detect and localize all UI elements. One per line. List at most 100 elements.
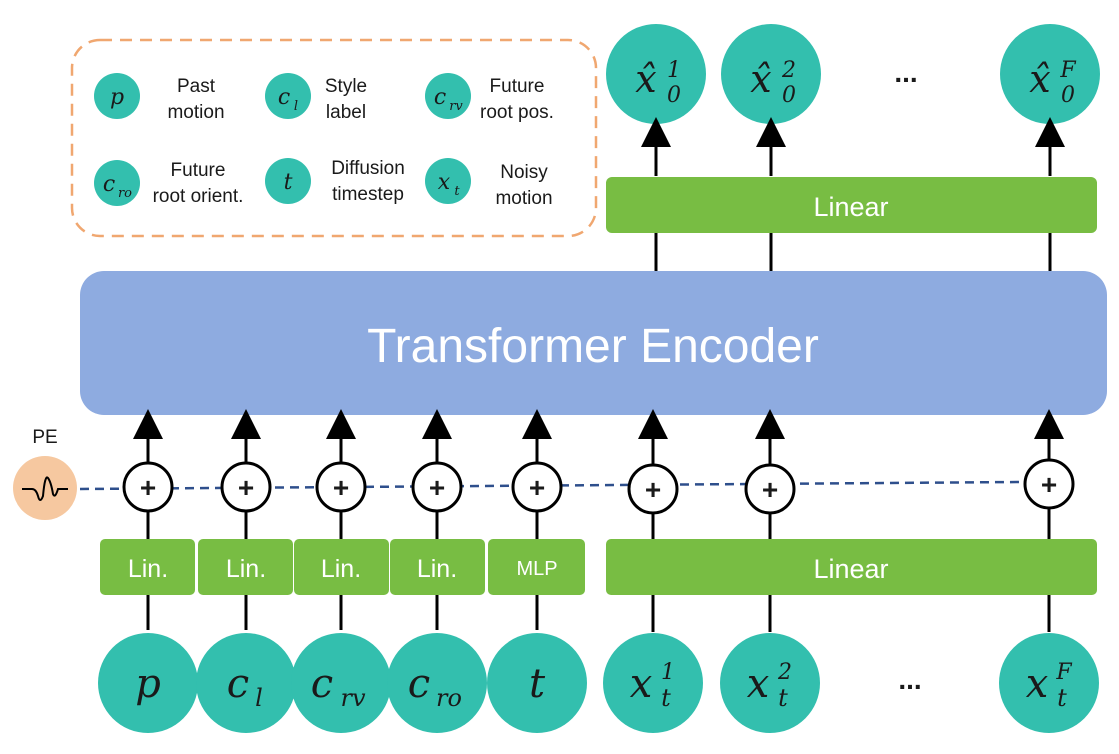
legend-symbol: c <box>103 172 115 197</box>
lin-block-root-pos: Lin. <box>294 539 389 595</box>
plus-sign: + <box>429 472 445 503</box>
lin-block-rect <box>294 539 389 595</box>
legend-symbol: c <box>278 85 290 110</box>
input-symbol: x <box>747 661 770 707</box>
output-circle <box>606 24 706 124</box>
legend-label: Diffusion <box>331 158 405 179</box>
pe-circle <box>13 456 77 520</box>
transformer-encoder-label: Transformer Encoder <box>367 320 819 373</box>
legend-symbol-circle <box>265 158 311 204</box>
input-node-root-pos: c rv <box>291 633 391 733</box>
input-node-style-label: c l <box>196 633 296 733</box>
legend-label: motion <box>167 102 224 123</box>
input-linear-rect <box>606 539 1097 595</box>
input-circle <box>487 633 587 733</box>
output-symbol-sub: 0 <box>782 83 796 108</box>
legend-symbol-circle <box>94 160 140 206</box>
lin-block-root-orient: Lin. <box>390 539 485 595</box>
legend-label: Past <box>177 76 216 97</box>
legend-label: root orient. <box>153 186 244 207</box>
legend-label: Future <box>171 160 226 181</box>
legend-symbol-sub: rv <box>449 99 463 114</box>
plus-sign: + <box>1041 469 1057 500</box>
pe-label: PE <box>32 427 57 448</box>
legend-symbol-sub: ro <box>118 186 132 201</box>
input-circle <box>98 633 198 733</box>
input-circle <box>196 633 296 733</box>
lin-block-past-motion: Lin. <box>100 539 195 595</box>
lin-block-label: Lin. <box>226 555 266 583</box>
add-node: + <box>315 461 367 513</box>
plus-sign: + <box>762 474 778 505</box>
input-symbol: c <box>227 661 249 707</box>
legend-item-future-root-orient: c ro Future root orient. <box>94 160 243 207</box>
input-node-root-orient: c ro <box>387 633 487 733</box>
output-node-2: x̂ 2 0 <box>721 24 821 124</box>
legend-item-diffusion-timestep: t Diffusion timestep <box>265 158 405 205</box>
output-circle <box>721 24 821 124</box>
transformer-encoder-block <box>80 271 1107 415</box>
output-symbol: x̂ <box>635 57 656 101</box>
add-node: + <box>122 461 174 513</box>
add-node: + <box>744 463 796 515</box>
add-node: + <box>511 461 563 513</box>
lin-block-rect <box>390 539 485 595</box>
input-circle <box>387 633 487 733</box>
legend-item-past-motion: p Past motion <box>94 73 225 123</box>
output-symbol-sup: F <box>1059 58 1076 83</box>
input-symbol-sup: 2 <box>777 660 792 685</box>
input-circle <box>603 633 703 733</box>
legend-label: root pos. <box>480 102 554 123</box>
lin-block-label: Lin. <box>128 555 168 583</box>
waveform-icon <box>22 476 68 501</box>
legend-label: motion <box>495 188 552 209</box>
legend-label: Noisy <box>500 162 548 183</box>
legend-symbol-sub: t <box>454 184 460 199</box>
output-symbol-sup: 1 <box>667 58 681 83</box>
legend-symbol: t <box>284 170 293 195</box>
output-ellipsis: ... <box>894 57 917 88</box>
output-node-F: x̂ F 0 <box>1000 24 1100 124</box>
legend-symbol: x <box>438 170 451 195</box>
plus-sign: + <box>238 472 254 503</box>
lin-block-style-label: Lin. <box>198 539 293 595</box>
output-symbol-sub: 0 <box>1061 83 1075 108</box>
input-linear-label: Linear <box>813 554 888 584</box>
mlp-block-timestep: MLP <box>488 539 585 595</box>
input-circle <box>291 633 391 733</box>
input-symbol: t <box>529 661 546 707</box>
legend-label: Future <box>490 76 545 97</box>
legend-box <box>70 38 598 238</box>
legend-item-future-root-pos: c rv Future root pos. <box>425 73 554 123</box>
add-node: + <box>411 461 463 513</box>
input-symbol-sub: t <box>661 684 671 712</box>
input-circle <box>720 633 820 733</box>
input-symbol-sub: t <box>1057 684 1067 712</box>
legend-symbol-circle <box>265 73 311 119</box>
legend-symbol-sub: l <box>294 99 298 114</box>
input-symbol-sub: ro <box>436 684 462 712</box>
add-node: + <box>1023 458 1075 510</box>
input-linear-block: Linear <box>606 539 1097 595</box>
input-symbol: c <box>311 661 333 707</box>
output-linear-label: Linear <box>813 192 888 222</box>
legend-label: label <box>326 102 366 123</box>
lin-block-label: Lin. <box>321 555 361 583</box>
plus-sign: + <box>529 472 545 503</box>
output-node-1: x̂ 1 0 <box>606 24 706 124</box>
output-symbol-sup: 2 <box>781 58 796 83</box>
output-symbol: x̂ <box>750 57 771 101</box>
input-symbol-sup: F <box>1055 660 1072 685</box>
input-symbol: x <box>630 661 653 707</box>
legend-item-style-label: c l Style label <box>265 73 367 123</box>
input-symbol-sub: l <box>255 684 263 712</box>
input-symbol: c <box>408 661 430 707</box>
input-ellipsis: ... <box>898 664 921 695</box>
lin-block-rect <box>100 539 195 595</box>
legend-symbol-circle <box>425 158 471 204</box>
legend-symbol-circle <box>94 73 140 119</box>
add-node: + <box>220 461 272 513</box>
add-node: + <box>627 463 679 515</box>
legend-label: Style <box>325 76 367 97</box>
